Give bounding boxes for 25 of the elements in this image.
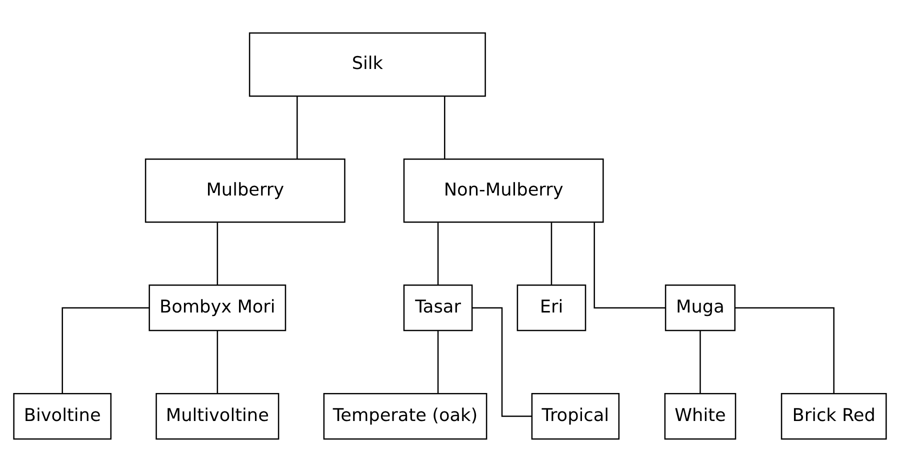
node-box: Brick Red: [780, 392, 887, 440]
node-box: Tropical: [531, 392, 620, 440]
node-box: Eri: [516, 284, 586, 331]
node-box: Bombyx Mori: [148, 284, 286, 331]
connector: [216, 330, 218, 393]
connector: [296, 96, 298, 158]
connector: [594, 222, 666, 308]
node-box: Mulberry: [144, 158, 346, 222]
connector: [62, 306, 149, 393]
connector: [444, 96, 446, 158]
connector: [550, 222, 552, 285]
node-box: Silk: [248, 32, 486, 96]
connector: [437, 330, 439, 393]
node-box: Temperate (oak): [323, 392, 488, 440]
connector: [437, 222, 439, 285]
node-box: Non-Mulberry: [403, 158, 604, 222]
node-box: Bivoltine: [13, 392, 112, 440]
connector: [216, 222, 218, 285]
node-box: Tasar: [403, 284, 473, 331]
connector: [734, 306, 834, 393]
node-box: Muga: [664, 284, 736, 331]
connector: [700, 330, 701, 393]
node-box: White: [664, 392, 736, 440]
connector: [472, 306, 532, 416]
node-box: Multivoltine: [156, 392, 280, 440]
